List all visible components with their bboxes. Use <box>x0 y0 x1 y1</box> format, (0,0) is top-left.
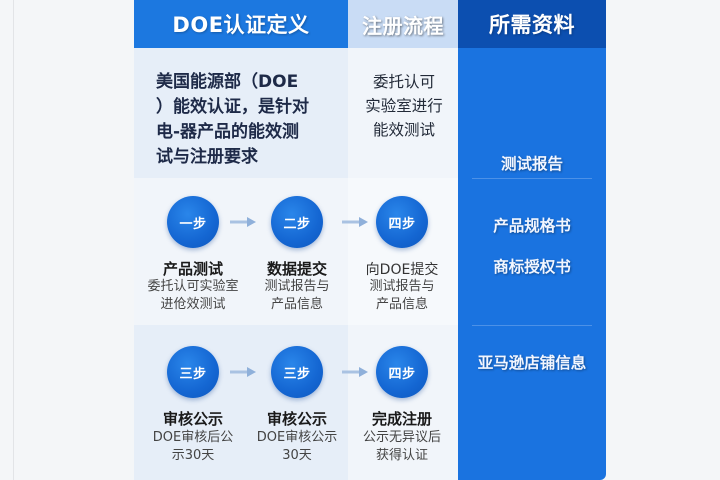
definition-cell: 美国能源部（DOE ）能效认证，是针对 电-器产品的能效测 试与注册要求 <box>134 48 348 178</box>
step-badge: 三步 <box>167 346 219 398</box>
arrow-right-icon <box>342 217 368 227</box>
arrow-right-icon <box>230 217 256 227</box>
step-description: 公示无异议后 获得认证 <box>352 429 452 465</box>
step-desc-line: DOE审核后公 <box>152 430 234 445</box>
arrow-right-icon <box>342 367 368 377</box>
process-summary-text: 委托认可 实验室进行 能效测试 <box>358 70 450 142</box>
step-desc-line: 示30天 <box>171 448 215 463</box>
step-desc-line: DOE审核公示 <box>256 430 338 445</box>
process-summary-cell: 委托认可 实验室进行 能效测试 <box>348 48 458 178</box>
definition-line: 美国能源部（DOE <box>156 72 299 92</box>
step-description: 委托认可实验室 进伧效测试 <box>137 278 249 314</box>
step-review-publicity: 三步 审核公示 DOE审核后公 示30天 <box>143 325 243 480</box>
step-desc-line: 30天 <box>282 448 312 463</box>
step-desc-line: 获得认证 <box>375 448 428 463</box>
material-item-product-spec: 产品规格书 <box>493 217 571 235</box>
step-complete-registration: 四步 完成注册 公示无异议后 获得认证 <box>352 325 452 480</box>
step-description: 测试报告与 产品信息 <box>352 278 452 314</box>
materials-column: 测试报告 产品规格书 商标授权书 亚马逊店铺信息 <box>458 48 606 480</box>
step-desc-line: 测试报告与 <box>369 279 435 294</box>
process-steps-row-2: 三步 审核公示 DOE审核后公 示30天 三步 审核公示 DOE审核公示 30天… <box>134 325 458 480</box>
step-title: 向DOE提交 <box>365 262 439 278</box>
header-materials: 所需资料 <box>458 0 606 48</box>
process-summary-line: 委托认可 <box>372 73 435 91</box>
step-desc-line: 委托认可实验室 <box>147 279 239 294</box>
step-badge: 四步 <box>376 346 428 398</box>
step-title: 完成注册 <box>371 410 432 428</box>
step-description: 测试报告与 产品信息 <box>247 278 347 314</box>
step-badge: 三步 <box>271 346 323 398</box>
step-desc-line: 公示无异议后 <box>362 430 441 445</box>
step-title: 数据提交 <box>266 260 327 278</box>
step-title: 产品测试 <box>162 260 223 278</box>
step-description: DOE审核后公 示30天 <box>137 429 249 465</box>
material-item-test-report: 测试报告 <box>500 155 563 173</box>
step-data-submission: 二步 数据提交 测试报告与 产品信息 <box>247 178 347 325</box>
step-submit-to-doe: 四步 向DOE提交 测试报告与 产品信息 <box>352 178 452 325</box>
step-desc-line: 产品信息 <box>375 297 428 312</box>
page-edge-line <box>13 0 14 480</box>
step-review-publicity-2: 三步 审核公示 DOE审核公示 30天 <box>247 325 347 480</box>
materials-divider <box>472 178 592 179</box>
step-title: 审核公示 <box>266 410 327 428</box>
doe-certification-table: DOE认证定义 注册流程 所需资料 美国能源部（DOE ）能效认证，是针对 电-… <box>134 0 606 480</box>
process-summary-line: 实验室进行 <box>365 97 443 115</box>
step-product-testing: 一步 产品测试 委托认可实验室 进伧效测试 <box>143 178 243 325</box>
definition-text: 美国能源部（DOE ）能效认证，是针对 电-器产品的能效测 试与注册要求 <box>156 70 346 170</box>
materials-divider <box>472 325 592 326</box>
step-desc-line: 测试报告与 <box>264 279 330 294</box>
definition-line: ）能效认证，是针对 <box>156 97 309 117</box>
step-desc-line: 产品信息 <box>270 297 323 312</box>
definition-line: 试与注册要求 <box>156 147 258 167</box>
step-badge: 四步 <box>376 196 428 248</box>
step-title: 审核公示 <box>162 410 223 428</box>
material-item-amazon-store-info: 亚马逊店铺信息 <box>477 354 587 372</box>
process-steps-row-1: 一步 产品测试 委托认可实验室 进伧效测试 二步 数据提交 测试报告与 产品信息… <box>134 178 458 325</box>
step-badge: 一步 <box>167 196 219 248</box>
header-definition: DOE认证定义 <box>134 0 348 48</box>
step-desc-line: 进伧效测试 <box>160 297 226 312</box>
step-badge: 二步 <box>271 196 323 248</box>
definition-line: 电-器产品的能效测 <box>156 122 300 142</box>
header-process: 注册流程 <box>348 0 458 48</box>
arrow-right-icon <box>230 367 256 377</box>
material-item-trademark-auth: 商标授权书 <box>493 258 571 276</box>
step-description: DOE审核公示 30天 <box>247 429 347 465</box>
process-summary-line: 能效测试 <box>372 121 435 139</box>
